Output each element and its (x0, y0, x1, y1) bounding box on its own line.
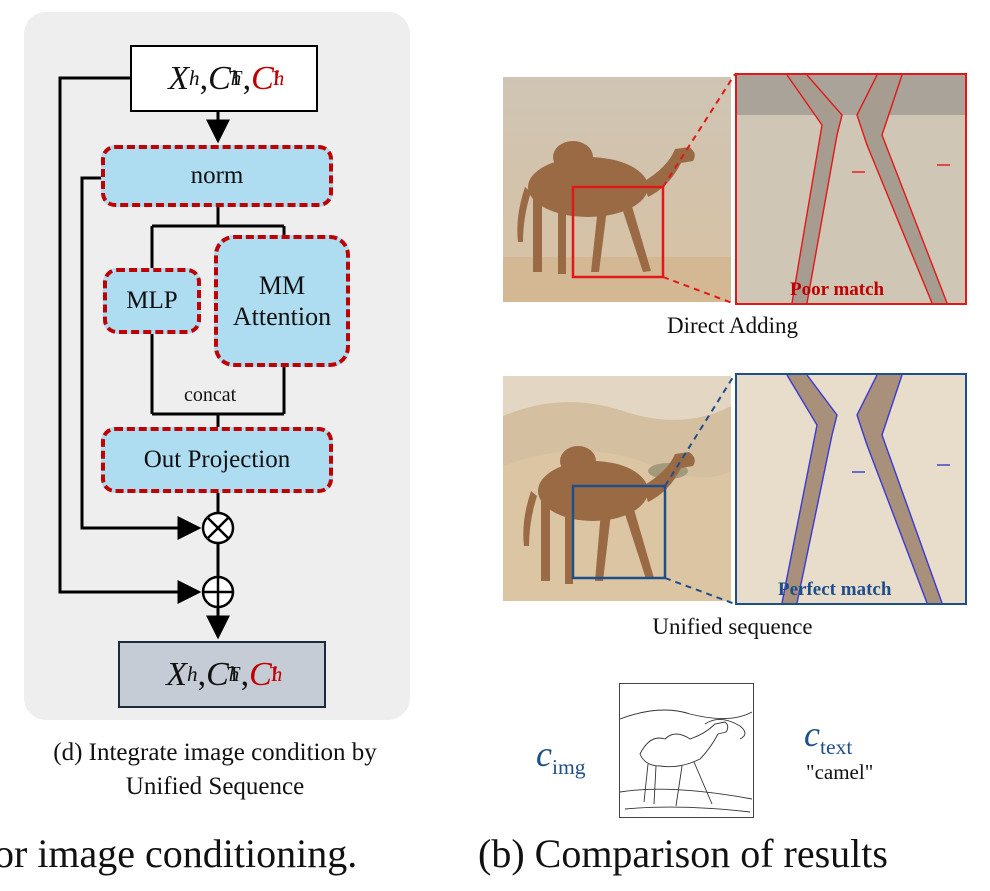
edge-map-image (619, 683, 754, 818)
concat-label: concat (184, 384, 237, 406)
unified-sequence-photo (503, 376, 731, 601)
norm-block: norm (101, 145, 333, 207)
skip-connection-line (58, 76, 202, 604)
caption-d: (d) Integrate image condition by Unified… (0, 736, 430, 804)
mlp-block: MLP (103, 268, 201, 334)
text-condition-symbol: ctext (804, 714, 853, 760)
multiply-node (201, 511, 235, 545)
unified-sequence-zoom (735, 373, 967, 605)
bottom-caption-right: (b) Comparison of results (478, 831, 888, 876)
bottom-caption-left: or image conditioning. (0, 831, 358, 876)
perfect-match-label: Perfect match (778, 579, 892, 600)
poor-match-label: Poor match (790, 279, 885, 300)
direct-adding-caption: Direct Adding (667, 313, 798, 338)
caption-d-line1: (d) Integrate image condition by (53, 739, 377, 766)
out-projection-block: Out Projection (101, 427, 333, 493)
add-node (201, 575, 235, 609)
direct-adding-zoom (735, 73, 967, 305)
attention-label: Attention (232, 302, 332, 331)
gate-connection-line (80, 176, 202, 540)
text-prompt: "camel" (806, 760, 874, 784)
unified-sequence-caption: Unified sequence (652, 614, 813, 639)
caption-d-line2: Unified Sequence (125, 772, 305, 800)
mm-label: MM (258, 270, 306, 300)
direct-adding-photo (503, 77, 731, 302)
image-condition-symbol: cimg (536, 734, 586, 780)
